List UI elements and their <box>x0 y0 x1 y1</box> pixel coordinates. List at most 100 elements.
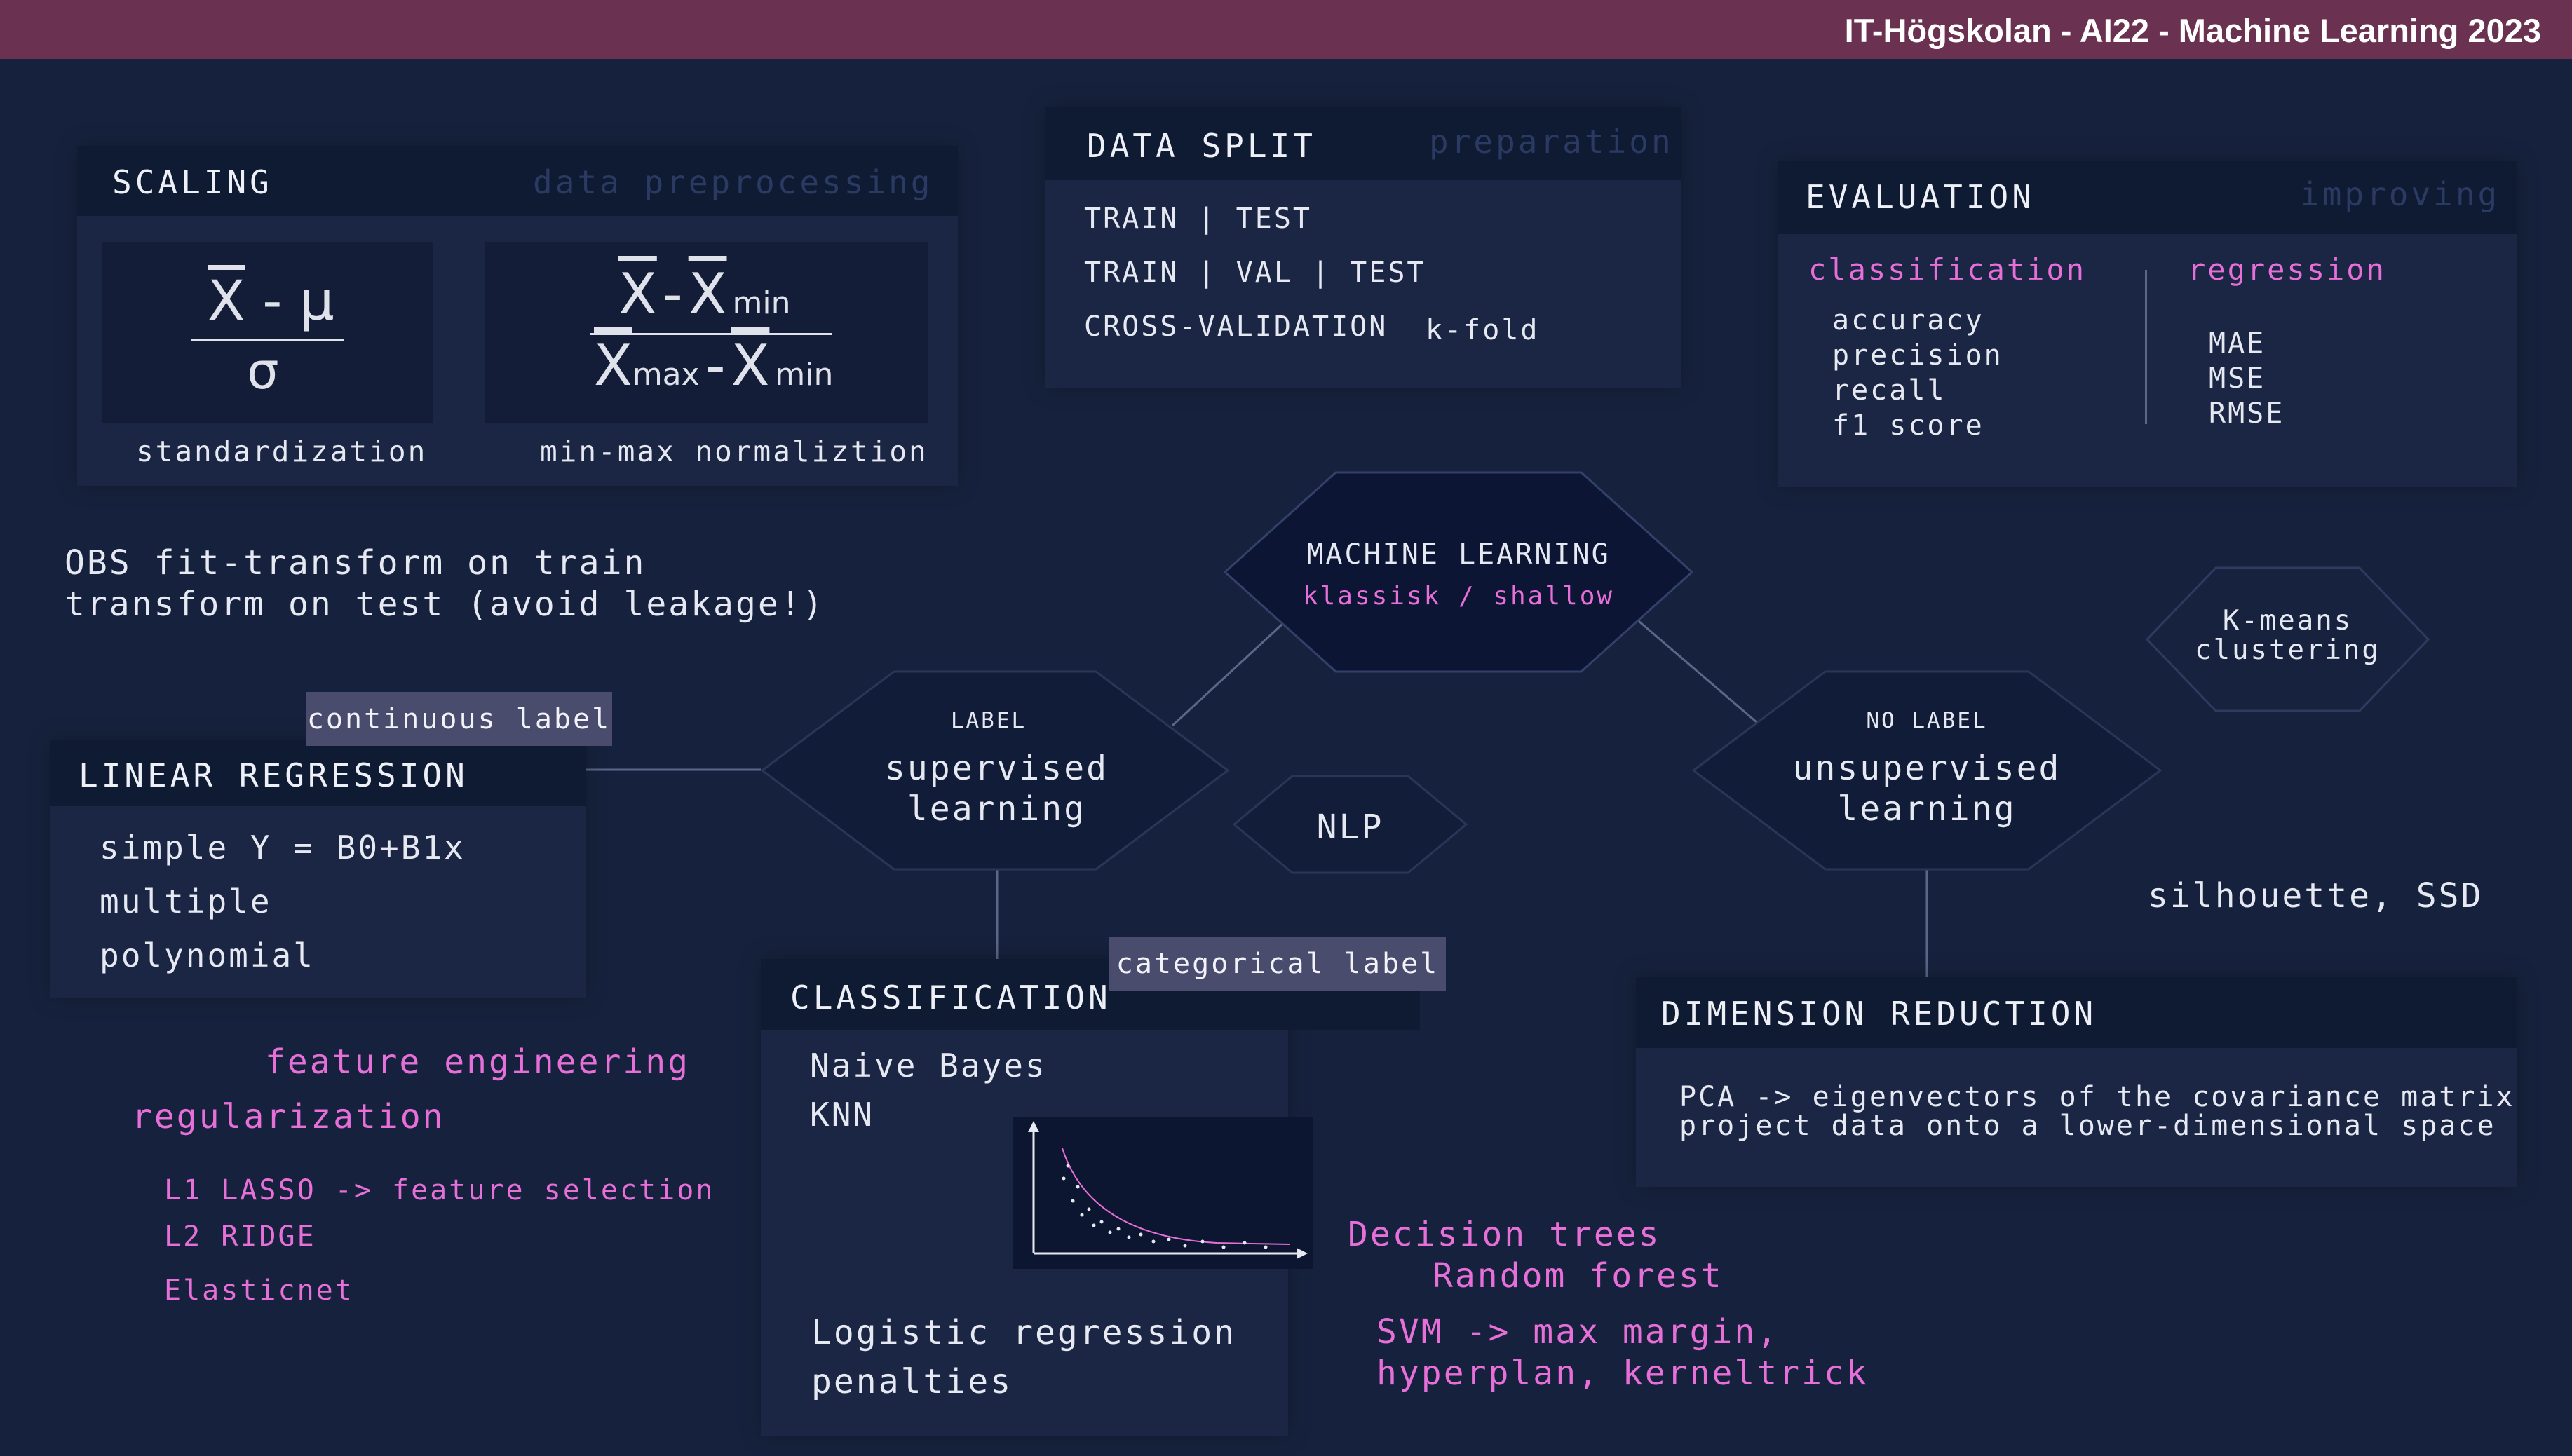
logistic-regression-line2: penalties <box>811 1362 1013 1401</box>
minmax-xmax: X <box>594 333 632 398</box>
minmax-min-bottom: min <box>775 357 834 393</box>
scaling-subtitle: data preprocessing <box>533 163 933 201</box>
random-forest-label: Random forest <box>1433 1256 1724 1295</box>
nlp-label: NLP <box>1316 808 1384 847</box>
plot-point <box>1116 1227 1121 1231</box>
linear-regression-panel: LINEAR REGRESSION simple Y = B0+B1x mult… <box>50 740 586 998</box>
minmax-x: X <box>618 261 657 327</box>
ml-title: MACHINE LEARNING <box>1306 538 1611 571</box>
plot-point <box>1108 1230 1112 1234</box>
header-bar <box>0 0 2572 59</box>
silhouette-label: silhouette, SSD <box>2148 876 2484 916</box>
plot-point <box>1080 1213 1084 1217</box>
supervised-line1: supervised <box>885 749 1109 788</box>
regularization-item: L2 RIDGE <box>164 1220 316 1253</box>
dimension-reduction-header <box>1636 977 2517 1048</box>
classification-title: CLASSIFICATION <box>790 979 1111 1016</box>
evaluation-panel: EVALUATION improving classification regr… <box>1778 161 2517 487</box>
classification-metrics-heading: classification <box>1808 252 2087 287</box>
plot-point <box>1221 1245 1226 1249</box>
pca-line1: PCA -> eigenvectors of the covariance ma… <box>1679 1081 2515 1113</box>
unsupervised-line2: learning <box>1837 789 2017 829</box>
regression-metric: MSE <box>2209 362 2266 395</box>
data-split-header <box>1045 107 1681 180</box>
ml-subtitle: klassisk / shallow <box>1302 582 1615 611</box>
plot-decay-curve <box>1062 1148 1291 1245</box>
minmax-min-top: min <box>732 285 791 321</box>
data-split-item: CROSS-VALIDATION <box>1084 311 1388 343</box>
knn-scatter-plot <box>1013 1117 1313 1269</box>
kmeans-line2: clustering <box>2195 634 2381 666</box>
unsupervised-line1: unsupervised <box>1792 749 2062 788</box>
evaluation-header <box>1778 161 2517 234</box>
unsupervised-hexagon <box>1692 670 2162 871</box>
decision-trees-label: Decision trees <box>1348 1215 1661 1254</box>
evaluation-subtitle: improving <box>2300 175 2500 213</box>
standardization-x: X <box>208 270 245 333</box>
standardization-label: standardization <box>136 435 428 468</box>
machine-learning-hexagon <box>1224 471 1693 673</box>
plot-point <box>1243 1241 1247 1245</box>
obs-note-line2: transform on test (avoid leakage!) <box>65 585 825 624</box>
plot-point <box>1071 1199 1075 1203</box>
kmeans-hexagon <box>2146 566 2430 712</box>
minmax-xmin: X <box>688 261 727 327</box>
scaling-panel: SCALING data preprocessing X - μ σ stand… <box>77 146 958 486</box>
minmax-fraction-bar <box>590 333 832 335</box>
classification-metric: f1 score <box>1832 409 1984 442</box>
plot-point <box>1167 1237 1171 1241</box>
obs-note-line1: OBS fit-transform on train <box>65 543 647 583</box>
linear-regression-item: multiple <box>100 883 272 920</box>
plot-point <box>1092 1223 1096 1227</box>
evaluation-title: EVALUATION <box>1806 178 2035 216</box>
plot-point <box>1264 1245 1268 1249</box>
standardization-mu: - μ <box>245 270 334 333</box>
data-split-panel: DATA SPLIT preparation TRAIN | TEST TRAI… <box>1045 107 1681 388</box>
data-split-item: TRAIN | TEST <box>1084 203 1312 235</box>
linear-regression-item: polynomial <box>100 937 315 974</box>
standardization-sigma: σ <box>247 341 279 400</box>
supervised-hexagon <box>761 670 1229 871</box>
classification-metric: precision <box>1832 339 2003 372</box>
plot-point <box>1127 1235 1131 1239</box>
svm-line2: hyperplan, kerneltrick <box>1376 1354 1869 1393</box>
regularization-label: regularization <box>132 1097 445 1136</box>
minmax-xmin-bottom: X <box>731 333 770 398</box>
scaling-header <box>77 146 958 216</box>
regularization-item: L1 LASSO -> feature selection <box>164 1174 715 1206</box>
standardization-formula: X - μ σ <box>102 242 433 423</box>
supervised-small-label: LABEL <box>950 708 1027 733</box>
linear-regression-title: LINEAR REGRESSION <box>79 756 468 794</box>
minmax-dash-bottom: - <box>705 333 726 398</box>
data-split-title: DATA SPLIT <box>1087 127 1316 165</box>
plot-point <box>1066 1164 1070 1168</box>
regression-metric: RMSE <box>2209 397 2285 430</box>
svm-line1: SVM -> max margin, <box>1376 1312 1780 1352</box>
minmax-max: max <box>632 357 700 393</box>
scaling-title: SCALING <box>112 163 273 201</box>
kfold-label: k-fold <box>1426 314 1540 346</box>
nlp-hexagon <box>1233 775 1468 874</box>
plot-point <box>1062 1176 1066 1181</box>
header-title: IT-Högskolan - AI22 - Machine Learning 2… <box>1844 12 2541 49</box>
minmax-label: min-max normaliztion <box>540 435 928 468</box>
classification-item: Naive Bayes <box>810 1047 1047 1084</box>
standardization-fraction-bar <box>191 339 344 341</box>
dimension-reduction-panel: DIMENSION REDUCTION PCA -> eigenvectors … <box>1636 977 2517 1187</box>
kmeans-line1: K-means <box>2222 605 2353 637</box>
evaluation-divider <box>2145 270 2147 424</box>
classification-metric: recall <box>1832 374 1947 407</box>
minmax-dash-top: - <box>662 261 683 327</box>
plot-x-arrow <box>1297 1248 1308 1259</box>
classification-panel: CLASSIFICATION Naive Bayes KNN <box>761 959 1420 1436</box>
plot-point <box>1183 1244 1187 1248</box>
linear-regression-item: simple Y = B0+B1x <box>100 829 466 866</box>
continuous-label-tag: continuous label <box>306 692 612 746</box>
data-split-item: TRAIN | VAL | TEST <box>1084 257 1426 289</box>
plot-y-arrow <box>1028 1121 1039 1132</box>
classification-item: KNN <box>810 1096 875 1134</box>
categorical-label-tag: categorical label <box>1109 937 1446 991</box>
plot-point <box>1087 1207 1091 1211</box>
